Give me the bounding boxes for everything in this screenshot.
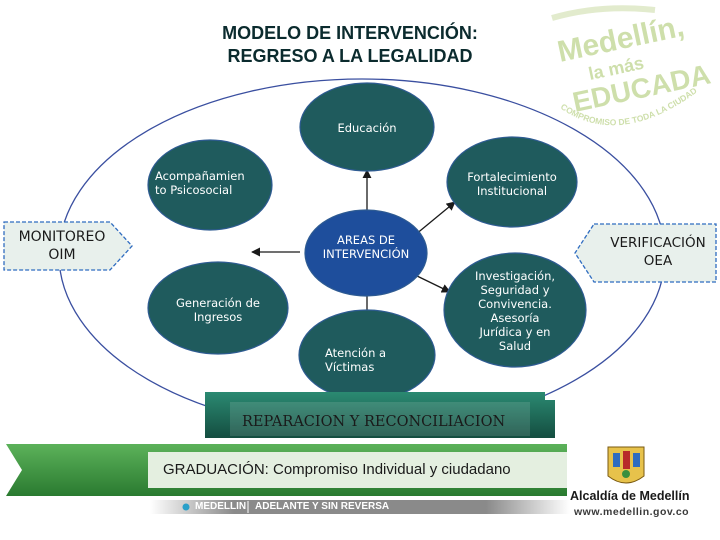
monitoreo-box xyxy=(3,221,133,271)
label-educacion: Educación xyxy=(337,121,397,135)
circle-generacion xyxy=(147,261,289,355)
circle-acompanamiento xyxy=(147,139,273,231)
logo-url: www.medellin.gov.co xyxy=(574,506,690,518)
label-fortalecimiento: Fortalecimiento Institucional xyxy=(467,170,557,198)
logo-name: Alcaldía de Medellín xyxy=(570,489,690,503)
circle-investigacion xyxy=(443,252,587,368)
circle-fortalecimiento xyxy=(446,136,578,228)
verificacion-box xyxy=(574,223,717,283)
label-investigacion: Investigación, Seguridad y Convivencia. … xyxy=(474,269,556,353)
label-monitoreo: MONITOREO OIM xyxy=(18,229,106,263)
circle-center xyxy=(304,209,428,297)
label-acompanamiento: Acompañamien to Psicosocial xyxy=(155,169,245,197)
footer-dot-icon xyxy=(182,503,190,511)
arrow-to-investigacion xyxy=(414,274,451,293)
title-line-2: REGRESO A LA LEGALIDAD xyxy=(227,46,473,66)
graduacion-label: GRADUACIÓN: Compromiso Individual y ciud… xyxy=(163,461,511,478)
reparacion-label: REPARACION Y RECONCILIACION xyxy=(242,414,506,430)
footer-city: MEDELLIN xyxy=(195,501,247,512)
page-title: MODELO DE INTERVENCIÓN: REGRESO A LA LEG… xyxy=(150,22,550,68)
circle-educacion xyxy=(299,82,435,172)
label-verificacion: VERIFICACIÓN OEA xyxy=(610,235,706,269)
coat-of-arms-icon xyxy=(607,446,645,484)
label-generacion: Generación de Ingresos xyxy=(176,296,260,324)
label-center: AREAS DE INTERVENCIÓN xyxy=(322,233,410,261)
footer-bar xyxy=(150,500,570,514)
graduacion-text-box xyxy=(148,452,568,488)
footer-slogan: ADELANTE Y SIN REVERSA xyxy=(255,501,390,512)
title-line-1: MODELO DE INTERVENCIÓN: xyxy=(222,23,478,43)
reparacion-banner xyxy=(205,392,555,438)
arrow-to-fortalecimiento xyxy=(414,201,456,236)
label-atencion: Atención a Víctimas xyxy=(325,346,387,374)
